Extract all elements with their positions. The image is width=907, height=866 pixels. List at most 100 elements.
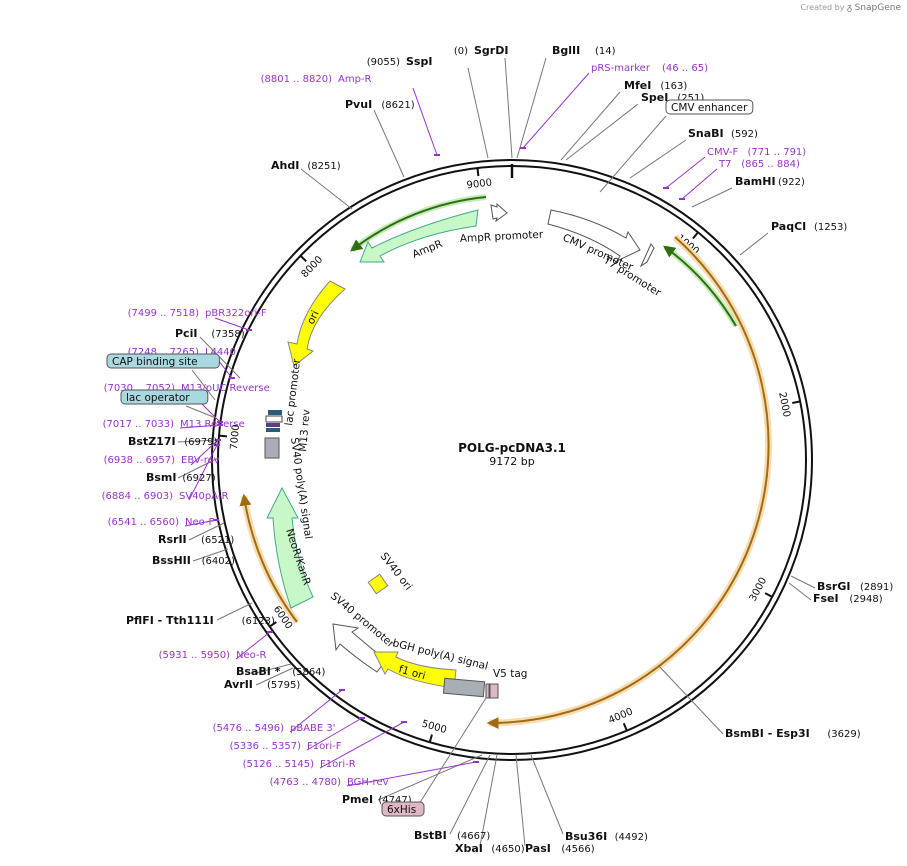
primer-label[interactable]: L4440 [205, 347, 236, 358]
enzyme-site-label[interactable]: PaqCI [771, 220, 806, 233]
enzyme-site-label[interactable]: MfeI [624, 79, 651, 92]
primer-range[interactable]: (5336 .. 5357) [230, 741, 302, 752]
enzyme-position[interactable]: (251) [677, 93, 704, 104]
enzyme-site-label[interactable]: PflFI - Tth111I [126, 614, 214, 627]
feature-cmv-promoter-arrow[interactable] [547, 209, 641, 263]
primer-label[interactable]: EBV-rev [181, 455, 220, 466]
primer-range[interactable]: (46 .. 65) [662, 63, 708, 74]
enzyme-position[interactable]: (4747) [378, 795, 411, 806]
enzyme-site-label[interactable]: PvuI [345, 98, 372, 111]
enzyme-position[interactable]: (2948) [849, 594, 882, 605]
primer-range[interactable]: (5476 .. 5496) [213, 723, 285, 734]
enzyme-position[interactable]: (6402) [202, 556, 235, 567]
primer-range[interactable]: (7030 .. 7052) [104, 383, 176, 394]
feature-box-label[interactable]: CAP binding site [112, 356, 198, 368]
enzyme-position[interactable]: (4492) [615, 832, 648, 843]
feature-sv40-polya-block[interactable] [264, 437, 280, 459]
enzyme-position[interactable]: (5795) [267, 680, 300, 691]
enzyme-position[interactable]: (6979) [184, 437, 217, 448]
primer-label[interactable]: Amp-R [338, 74, 372, 85]
feature-box-label[interactable]: lac operator [126, 392, 190, 404]
primer-range[interactable]: (5126 .. 5145) [243, 759, 315, 770]
enzyme-site-label[interactable]: BsmI [146, 471, 177, 484]
primer-label[interactable]: CMV-F [707, 147, 738, 158]
enzyme-position[interactable]: (4650) [491, 844, 524, 855]
enzyme-position[interactable]: (1253) [814, 222, 847, 233]
feature-box-label[interactable]: CMV enhancer [671, 102, 748, 114]
enzyme-site-label[interactable]: SgrDI [474, 44, 508, 57]
enzyme-site-label[interactable]: BamHI [735, 175, 776, 188]
primer-label[interactable]: M13 Reverse [180, 419, 245, 430]
feature-neor-arrow[interactable] [266, 486, 314, 609]
enzyme-position[interactable]: (6123) [242, 616, 275, 627]
enzyme-position[interactable]: (163) [660, 81, 687, 92]
enzyme-site-label[interactable]: Bsu36I [565, 830, 607, 843]
feature-ampr-arrow[interactable] [359, 209, 479, 263]
enzyme-site-label[interactable]: AvrII [224, 678, 253, 691]
primer-label[interactable]: T7 [718, 159, 731, 170]
enzyme-site-label[interactable]: PmeI [342, 793, 373, 806]
feature-ori-arrow[interactable] [287, 280, 346, 367]
enzyme-site-label[interactable]: BglII [552, 44, 580, 57]
enzyme-site-label[interactable]: XbaI [455, 842, 483, 855]
primer-range[interactable]: (5931 .. 5950) [159, 650, 231, 661]
feature-ampr-promoter-arrow[interactable] [490, 202, 508, 223]
enzyme-position[interactable]: (4566) [561, 844, 594, 855]
primer-range[interactable]: (4763 .. 4780) [270, 777, 342, 788]
feature-sv40-promoter-arrow[interactable] [332, 623, 387, 673]
enzyme-position[interactable]: (6927) [182, 473, 215, 484]
feature-f1-ori-arrow[interactable] [373, 651, 457, 689]
feature-t7-promoter-arrow[interactable] [639, 243, 655, 268]
enzyme-position[interactable]: (2891) [860, 582, 893, 593]
primer-label[interactable]: pRS-marker [591, 63, 651, 74]
enzyme-site-label[interactable]: BstZ17I [128, 435, 176, 448]
enzyme-position[interactable]: (0) [454, 46, 468, 57]
primer-range[interactable]: (7499 .. 7518) [128, 308, 200, 319]
enzyme-site-label[interactable]: SspI [406, 55, 432, 68]
enzyme-site-label[interactable]: SnaBI [688, 127, 724, 140]
enzyme-position[interactable]: (14) [595, 46, 616, 57]
enzyme-position[interactable]: (592) [731, 129, 758, 140]
primer-range[interactable]: (771 .. 791) [748, 147, 807, 158]
primer-label[interactable]: F1ori-F [307, 741, 342, 752]
enzyme-site-label[interactable]: PasI [525, 842, 551, 855]
primer-range[interactable]: (865 .. 884) [741, 159, 800, 170]
primer-label[interactable]: M13/pUC Reverse [181, 383, 270, 394]
primer-range[interactable]: (8801 .. 8820) [261, 74, 333, 85]
enzyme-site-label[interactable]: SpeI [641, 91, 668, 104]
primer-label[interactable]: BGH-rev [347, 777, 389, 788]
primer-range[interactable]: (7248 .. 7265) [128, 347, 200, 358]
enzyme-position[interactable]: (7358) [211, 329, 244, 340]
enzyme-position[interactable]: (5864) [292, 667, 325, 678]
enzyme-position[interactable]: (9055) [367, 57, 400, 68]
enzyme-site-label[interactable]: RsrII [158, 533, 187, 546]
primer-label[interactable]: pBABE 3' [290, 723, 336, 734]
enzyme-site-label[interactable]: BstBI [414, 829, 447, 842]
primer-label[interactable]: Neo-R [236, 650, 267, 661]
feature-v5-tag-block[interactable] [489, 683, 499, 699]
enzyme-site-label[interactable]: BsaBI * [236, 665, 281, 678]
primer-range[interactable]: (6938 .. 6957) [104, 455, 176, 466]
primer-range[interactable]: (7017 .. 7033) [103, 419, 175, 430]
enzyme-position[interactable]: (8621) [381, 100, 414, 111]
enzyme-position[interactable]: (922) [778, 177, 805, 188]
enzyme-position[interactable]: (6521) [201, 535, 234, 546]
enzyme-site-label[interactable]: PciI [175, 327, 197, 340]
enzyme-site-label[interactable]: FseI [813, 592, 839, 605]
feature-bgh-polya-block[interactable] [442, 677, 486, 698]
enzyme-site-label[interactable]: BsmBI - Esp3I [725, 727, 810, 740]
enzyme-position[interactable]: (4667) [457, 831, 490, 842]
enzyme-position[interactable]: (8251) [307, 161, 340, 172]
feature-box-label[interactable]: 6xHis [387, 804, 416, 816]
enzyme-position[interactable]: (3629) [827, 729, 860, 740]
primer-range[interactable]: (6541 .. 6560) [108, 517, 180, 528]
enzyme-site-label[interactable]: BsrGI [817, 580, 850, 593]
primer-range[interactable]: (6884 .. 6903) [102, 491, 174, 502]
enzyme-site-label[interactable]: AhdI [271, 159, 299, 172]
primer-label[interactable]: SV40pA-R [179, 491, 228, 502]
primer-label[interactable]: pBR322ori-F [205, 308, 267, 319]
enzyme-site-label[interactable]: BssHII [152, 554, 191, 567]
primer-label[interactable]: Neo-F [185, 517, 215, 528]
feature-sv40-ori-block[interactable] [367, 573, 389, 595]
